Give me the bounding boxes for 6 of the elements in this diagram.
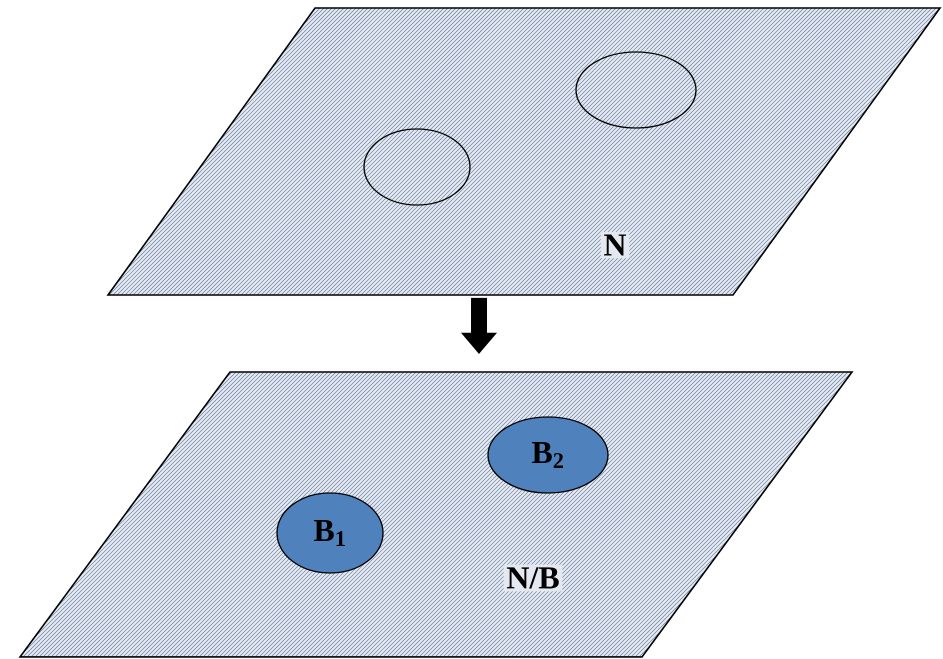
ellipse-outline	[363, 128, 471, 206]
plane-label: N/B	[504, 564, 562, 592]
disc: B$_{1}$	[276, 492, 384, 574]
ellipse-outline	[575, 51, 697, 129]
plane-label: N	[600, 232, 630, 258]
disc: B$_{2}$	[487, 416, 609, 494]
